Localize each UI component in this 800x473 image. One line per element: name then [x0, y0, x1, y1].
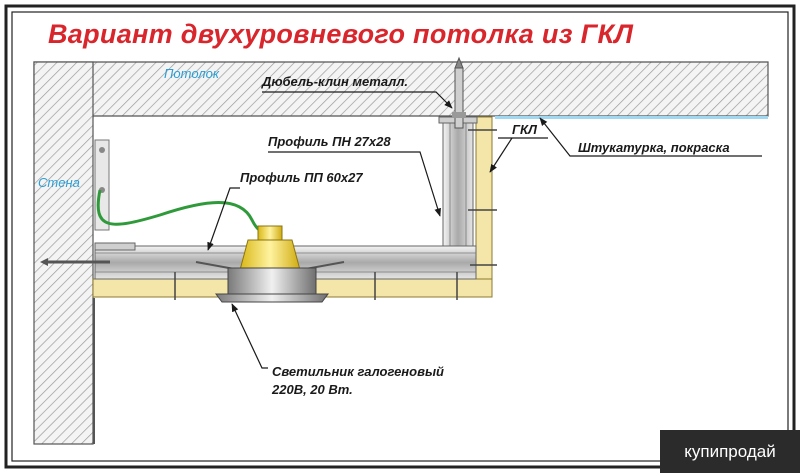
watermark-text: купипродай [684, 442, 775, 461]
label-profile-pp: Профиль ПП 60х27 [240, 170, 363, 185]
wall-slab [33, 61, 95, 445]
label-lamp-line1: Светильник галогеновый [272, 364, 444, 379]
screws [174, 129, 497, 300]
watermark-badge: купипродай [660, 430, 800, 473]
diagram-title: Вариант двухуровневого потолка из ГКЛ [48, 19, 634, 49]
label-gkl: ГКЛ [512, 122, 538, 137]
wire [96, 189, 269, 234]
ceiling-slab [33, 61, 769, 118]
label-wall: Стена [38, 175, 80, 190]
label-plaster: Штукатурка, покраска [578, 140, 730, 155]
label-lamp-line2: 220В, 20 Вт. [271, 382, 353, 397]
profile-pn [438, 116, 478, 252]
label-anchor: Дюбель-клин металл. [261, 74, 408, 89]
label-profile-pn: Профиль ПН 27х28 [268, 134, 391, 149]
label-ceiling: Потолок [164, 66, 220, 81]
ceiling-anchor [452, 56, 466, 129]
border-frame [4, 4, 796, 469]
leader-lines [207, 91, 762, 369]
lamp-icon [195, 225, 345, 303]
